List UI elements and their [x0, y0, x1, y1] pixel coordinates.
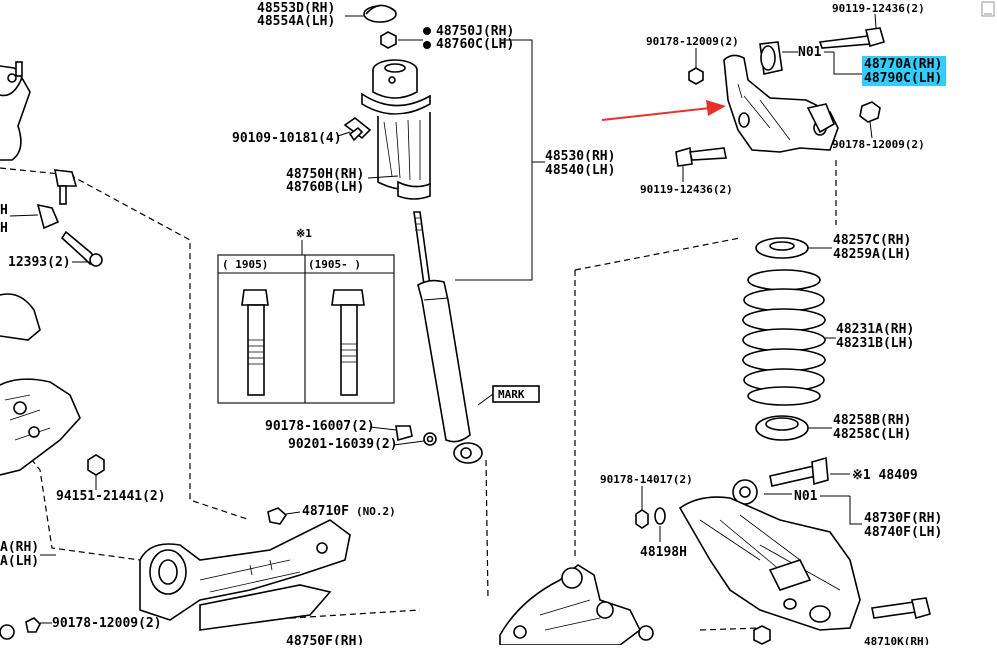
upper-control-arm: 90119-12436(2) 90178-12009(2) N01 48770A… — [601, 2, 946, 196]
callout-arrow — [601, 100, 726, 121]
label-48198h: 48198H — [640, 545, 687, 560]
label-48750j: 48750J(RH) — [436, 24, 514, 39]
page-corner-icon[interactable] — [981, 1, 995, 17]
label-48231a: 48231A(RH) — [836, 322, 914, 337]
label-n01-lower: N01 — [794, 489, 818, 504]
label-90119-12436-bottom: 90119-12436(2) — [640, 183, 733, 196]
label-48770a: 48770A(RH) — [864, 57, 942, 72]
label-90178-12009-bottom: 90178-12009(2) — [52, 616, 162, 631]
label-90109-10181: 90109-10181(4) — [232, 131, 342, 146]
label-48259a: 48259A(LH) — [833, 247, 911, 262]
label-48790c: 48790C(LH) — [864, 71, 942, 86]
label-90178-16007: 90178-16007(2) — [265, 419, 375, 434]
coil-spring — [742, 269, 826, 406]
label-48231b: 48231B(LH) — [836, 336, 914, 351]
label-left-a-lh: A(LH) — [0, 554, 39, 569]
label-90178-12009-top: 90178-12009(2) — [646, 35, 739, 48]
label-48540: 48540(LH) — [545, 163, 615, 178]
label-48554a: 48554A(LH) — [257, 14, 335, 29]
left-edge-parts: H H 12393(2) 94151-21441(2) A(RH) A(LH) — [0, 61, 166, 569]
label-48750f-cut: 48750F(RH) — [286, 634, 364, 645]
label-90119-12436-top: 90119-12436(2) — [832, 2, 925, 15]
label-48257c: 48257C(RH) — [833, 233, 911, 248]
label-48258c: 48258C(LH) — [833, 427, 911, 442]
label-48553d: 48553D(RH) — [257, 1, 335, 16]
coil-spring-assembly: 48257C(RH) 48259A(LH) 48231A(RH) 48231B(… — [742, 233, 914, 442]
label-48730f: 48730F(RH) — [864, 511, 942, 526]
label-48258b: 48258B(RH) — [833, 413, 911, 428]
bolt-variant-inset: ※1 ( 1905) (1905- ) — [217, 227, 395, 404]
label-90201-16039: 90201-16039(2) — [288, 437, 398, 452]
label-12393: 12393(2) — [8, 255, 71, 270]
label-48750h: 48750H(RH) — [286, 167, 364, 182]
bolt-90109 — [343, 117, 372, 142]
label-48760b: 48760B(LH) — [286, 180, 364, 195]
label-48710f-note: (NO.2) — [356, 505, 396, 518]
label-48760c: 48760C(LH) — [436, 37, 514, 52]
label-mark: MARK — [498, 388, 525, 401]
inset-col-right: (1905- ) — [308, 258, 361, 271]
inset-bolt-new — [331, 289, 365, 396]
dust-boot — [377, 112, 431, 200]
label-48409: ※1 48409 — [852, 468, 918, 483]
label-48530: 48530(RH) — [545, 149, 615, 164]
label-90178-14017: 90178-14017(2) — [600, 473, 693, 486]
label-48740f: 48740F(LH) — [864, 525, 942, 540]
lateral-link-48710f: 48710F (NO.2) 90178-12009(2) 48750F(RH) — [0, 504, 396, 649]
highlight-48770a — [862, 56, 946, 86]
label-left-h1: H — [0, 203, 8, 218]
inset-col-left: ( 1905) — [222, 258, 268, 271]
label-left-h2: H — [0, 221, 8, 236]
inset-bolt-old — [241, 289, 269, 396]
knuckle — [499, 564, 654, 646]
label-left-a-rh: A(RH) — [0, 540, 39, 555]
label-90178-12009-right: 90178-12009(2) — [832, 138, 925, 151]
label-94151-21441: 94151-21441(2) — [56, 489, 166, 504]
inset-note: ※1 — [296, 227, 312, 240]
label-48710f: 48710F — [302, 504, 349, 519]
upper-support-mount — [361, 59, 431, 115]
label-48710k-cut: 48710K(RH) — [864, 635, 930, 645]
lower-control-arm: ※1 48409 90178-14017(2) 48198H N01 48730… — [600, 456, 942, 648]
shock-absorber: MARK 90178-16007(2) 90201-16039(2) — [265, 211, 540, 464]
label-n01-upper: N01 — [798, 45, 822, 60]
top-mount-group: 48553D(RH) 48554A(LH) 48750J(RH) 48760C(… — [232, 1, 615, 281]
